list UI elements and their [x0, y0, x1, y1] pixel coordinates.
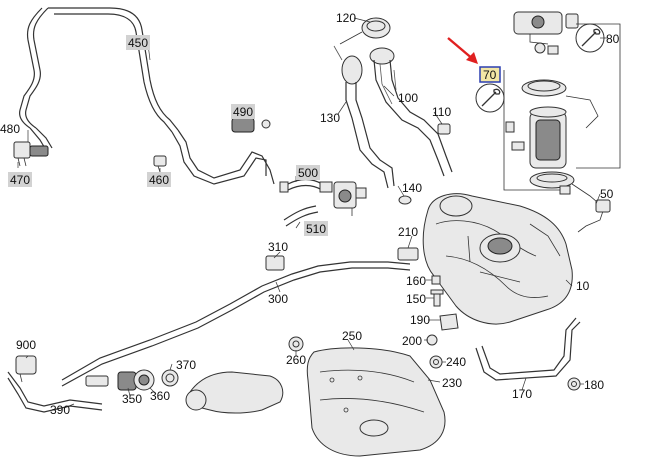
- label-80: 80: [606, 32, 620, 46]
- part-110: [437, 123, 451, 135]
- nut-260: [288, 336, 304, 352]
- label-480: 480: [0, 122, 20, 136]
- label-310: 310: [268, 240, 288, 254]
- clip-190: [439, 313, 459, 331]
- label-450: 450: [128, 36, 148, 50]
- fuel-tank-10: [422, 193, 573, 325]
- label-170: 170: [512, 387, 532, 401]
- bolt-150: [430, 289, 444, 307]
- label-230: 230: [442, 376, 462, 390]
- label-180: 180: [584, 378, 604, 392]
- bracket-210: [397, 247, 419, 261]
- clip-460: [153, 155, 167, 173]
- label-190: 190: [410, 313, 430, 327]
- label-100: 100: [398, 91, 418, 105]
- line-390: [7, 371, 103, 413]
- label-390: 390: [50, 403, 70, 417]
- fuel-line-assembly-450: [19, 7, 275, 185]
- hose-500-510: [279, 178, 333, 227]
- nut-240: [429, 355, 443, 369]
- pointer-arrow: [447, 37, 478, 64]
- label-460: 460: [149, 173, 169, 187]
- label-470: 470: [10, 173, 30, 187]
- label-160: 160: [406, 274, 426, 288]
- label-490: 490: [233, 105, 253, 119]
- tank-strap-170: [475, 317, 581, 381]
- clip-480-470: [13, 141, 49, 167]
- label-50: 50: [600, 187, 614, 201]
- pump-parts-350-360-370: [85, 369, 179, 391]
- part-labels: 120 450 480 470 490 460 130 100 110 500 …: [0, 11, 620, 417]
- label-900: 900: [16, 338, 36, 352]
- label-110: 110: [432, 105, 451, 119]
- wrench-icon: [575, 23, 605, 53]
- bolt-160: [431, 275, 441, 285]
- label-140: 140: [402, 181, 422, 195]
- filler-cap-120: [339, 17, 391, 45]
- label-210: 210: [398, 225, 418, 239]
- label-150: 150: [406, 292, 426, 306]
- line-300: [61, 261, 411, 387]
- filler-neck-130: [333, 45, 395, 189]
- tank-shield-250: [306, 347, 446, 457]
- fuel-pump-module: [503, 11, 621, 233]
- clip-310: [265, 255, 285, 271]
- label-240: 240: [446, 355, 466, 369]
- label-350: 350: [122, 392, 142, 406]
- nut-200: [426, 334, 438, 346]
- label-250: 250: [342, 329, 362, 343]
- nut-180: [567, 377, 581, 391]
- clip-490: [231, 117, 271, 133]
- label-120: 120: [336, 11, 356, 25]
- label-510: 510: [306, 222, 326, 236]
- valve-block: [333, 181, 367, 216]
- label-10: 10: [576, 279, 590, 293]
- label-200: 200: [402, 334, 422, 348]
- label-260: 260: [286, 353, 306, 367]
- label-130: 130: [320, 111, 340, 125]
- intake-duct: [185, 371, 284, 414]
- connector-900: [15, 355, 37, 383]
- label-300: 300: [268, 292, 288, 306]
- label-70: 70: [483, 68, 497, 82]
- label-360: 360: [150, 389, 170, 403]
- label-500: 500: [298, 166, 318, 180]
- wrench-icon: [475, 83, 505, 113]
- filler-pipe-100: [369, 47, 453, 177]
- ring-140: [398, 195, 412, 205]
- label-370: 370: [176, 358, 196, 372]
